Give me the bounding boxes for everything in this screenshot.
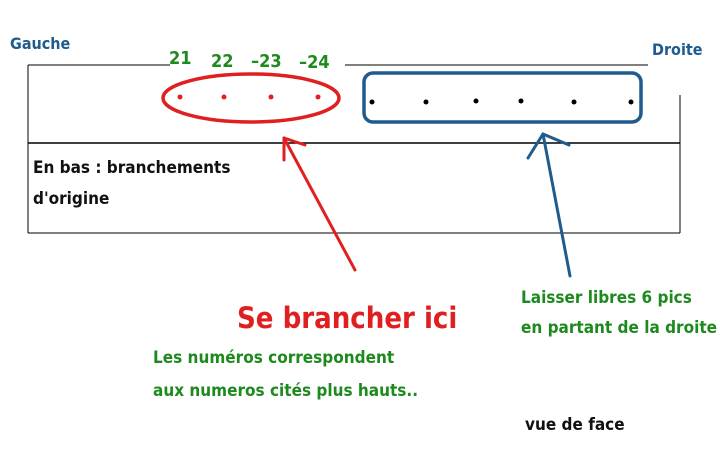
free-pin-dot xyxy=(473,98,479,104)
free-pin-dot xyxy=(423,99,429,105)
leave-free-line1: Laisser libres 6 pics xyxy=(521,288,692,308)
free-pin-dot xyxy=(518,98,524,104)
pin-21-dot xyxy=(177,94,183,100)
view-label: vue de face xyxy=(525,415,625,435)
free-pin-dot xyxy=(571,99,577,105)
numbers-note-line2: aux numeros cités plus hauts.. xyxy=(153,381,419,401)
free-pin-dot xyxy=(628,99,634,105)
pin-24-dot xyxy=(315,94,321,100)
red-pin-group-ellipse xyxy=(161,72,341,124)
leave-free-line2: en partant de la droite xyxy=(521,318,718,338)
pin-number-23: –23 xyxy=(251,51,282,72)
pin-23-dot xyxy=(268,94,274,100)
numbers-note-line1: Les numéros correspondent xyxy=(153,348,395,368)
bottom-note-line1: En bas : branchements xyxy=(33,158,231,178)
pin-number-21: 21 xyxy=(169,48,192,69)
right-side-label: Droite xyxy=(652,40,703,59)
blue-arrow xyxy=(526,132,572,278)
red-arrow xyxy=(282,136,357,272)
pin-number-22: 22 xyxy=(211,51,234,72)
bottom-note-line2: d'origine xyxy=(33,189,110,209)
blue-pin-group-box xyxy=(362,71,643,124)
left-side-label: Gauche xyxy=(10,34,71,53)
free-pin-dot xyxy=(369,99,375,105)
connect-here-label: Se brancher ici xyxy=(237,301,458,335)
pin-22-dot xyxy=(221,94,227,100)
pin-number-24: –24 xyxy=(299,52,330,73)
